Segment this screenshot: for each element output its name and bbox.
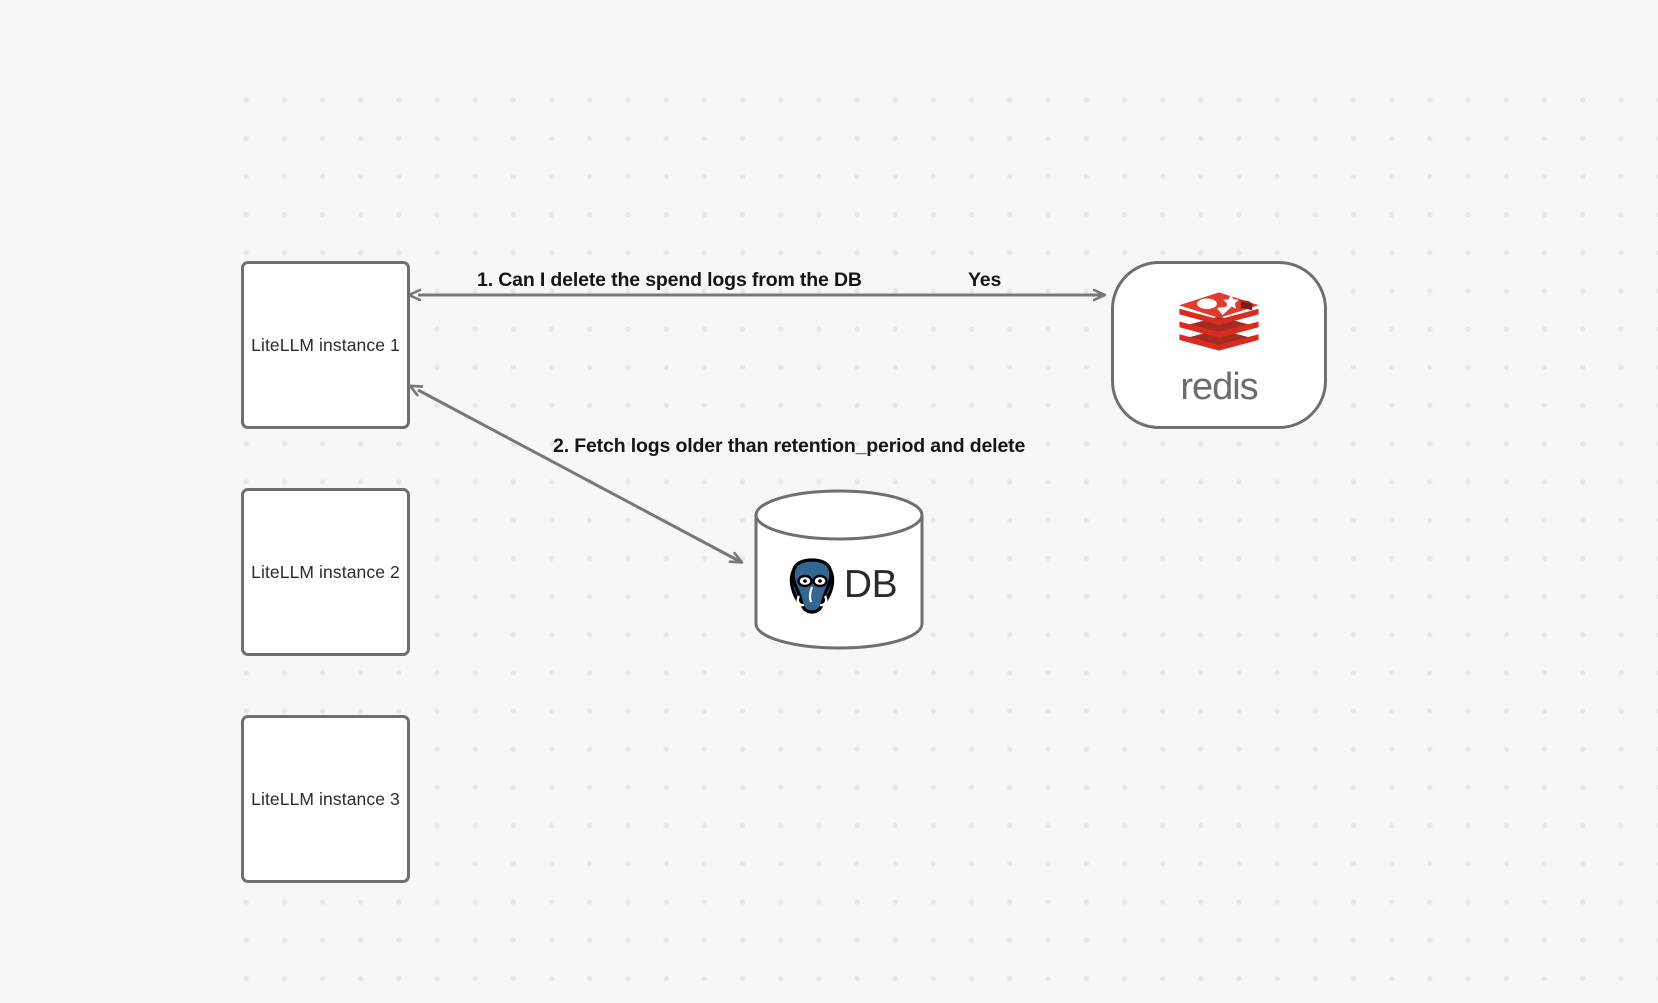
edge-label-step-2: 2. Fetch logs older than retention_perio… [553,435,1026,457]
db-label: DB [843,562,898,606]
edge-label-step-1: 1. Can I delete the spend logs from the … [477,269,862,291]
redis-wordmark: redis [1180,366,1258,408]
edge-label-yes: Yes [968,269,1002,291]
node-redis[interactable]: redis [1111,261,1327,429]
node-litellm-instance-2[interactable]: LiteLLM instance 2 [241,488,410,656]
dot-grid-background [215,69,1658,1003]
node-database[interactable]: DB [753,488,925,651]
redis-logo-icon: redis [1156,284,1282,406]
node-label-litellm-3: LiteLLM instance 3 [251,788,400,809]
postgresql-elephant-icon [781,554,843,616]
node-litellm-instance-3[interactable]: LiteLLM instance 3 [241,715,410,883]
node-litellm-instance-1[interactable]: LiteLLM instance 1 [241,261,410,429]
edge-litellm1-db [418,390,741,562]
node-label-litellm-2: LiteLLM instance 2 [251,561,400,582]
node-label-litellm-1: LiteLLM instance 1 [251,334,400,355]
